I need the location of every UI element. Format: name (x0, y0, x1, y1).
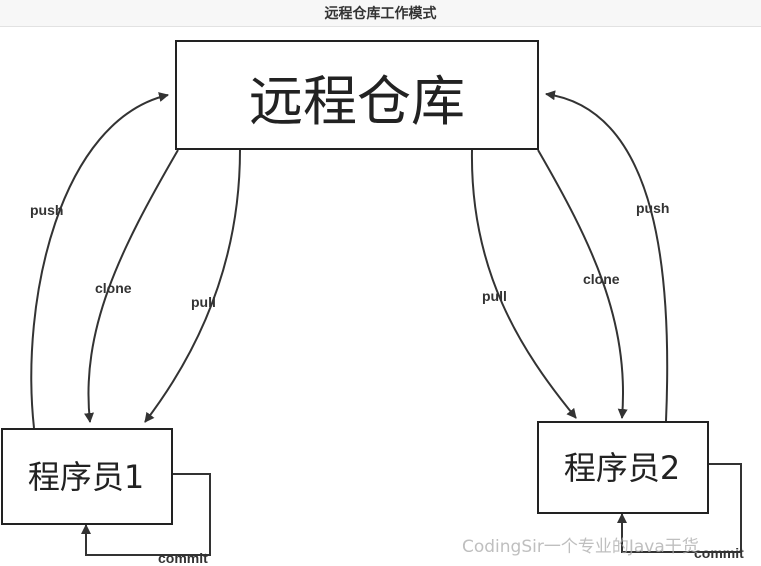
left-clone-arrow (84, 149, 179, 423)
remote-repo-box (175, 40, 539, 150)
page-title: 远程仓库工作模式 (0, 0, 761, 27)
developer-1-label: 程序员1 (28, 458, 144, 496)
right-commit-label: commit (694, 545, 744, 561)
right-clone-label: clone (583, 271, 620, 287)
right-commit-loop (617, 463, 742, 553)
right-push-label: push (636, 200, 669, 216)
developer-2-label: 程序员2 (564, 449, 680, 487)
left-commit-loop (81, 473, 211, 556)
remote-repo-label: 远程仓库 (249, 70, 465, 133)
left-pull-arrow (144, 149, 241, 423)
right-pull-label: pull (482, 288, 507, 304)
developer-1-box (1, 428, 173, 525)
developer-2-box (537, 421, 709, 514)
right-clone-arrow (537, 149, 628, 419)
right-push-arrow (545, 90, 669, 422)
watermark: CodingSir一个专业的Java干货 (462, 537, 699, 557)
left-commit-label: commit (158, 550, 208, 566)
left-pull-label: pull (191, 294, 216, 310)
left-clone-label: clone (95, 280, 132, 296)
right-pull-arrow (470, 149, 577, 419)
left-push-arrow (30, 92, 169, 429)
left-push-label: push (30, 202, 63, 218)
